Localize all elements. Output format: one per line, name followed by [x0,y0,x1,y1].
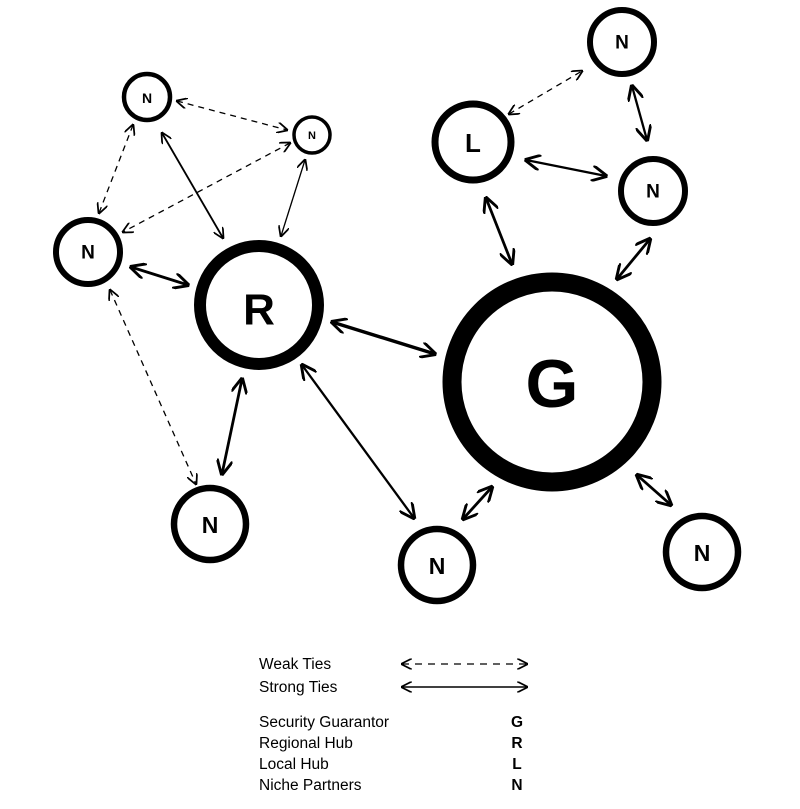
niche-partner-node: N [292,115,332,155]
legend-role-code: L [512,756,521,773]
niche-partner-node: N [397,525,477,605]
svg-text:N: N [694,540,711,566]
svg-text:N: N [142,90,152,106]
svg-text:N: N [429,553,446,579]
strong-tie-edge [302,365,414,518]
strong-tie-edge [131,267,188,285]
strong-tie-edge [281,160,305,236]
strong-tie-edge [486,198,512,264]
svg-text:N: N [646,182,660,203]
legend-role-code: G [511,714,523,731]
strong-tie-edge [463,487,492,519]
legend-strong-ties-label: Strong Ties [259,679,338,696]
legend-role-name: Niche Partners [259,777,362,794]
strong-tie-edge [162,133,223,238]
niche-partner-node: N [170,484,250,564]
svg-text:N: N [202,512,219,538]
node-security-guarantor: G [442,272,662,492]
weak-tie-edge [110,290,196,484]
svg-text:N: N [81,243,95,264]
weak-tie-edge [99,125,133,213]
strong-tie-edge [632,86,647,140]
strong-tie-edge [637,475,671,505]
niche-partner-node: N [53,217,123,287]
legend-role-name: Local Hub [259,756,329,773]
legend-role-code: R [511,735,522,752]
strong-tie-edge [222,379,242,474]
weak-ties [99,71,582,484]
legend-weak-ties-label: Weak Ties [259,656,331,673]
svg-text:N: N [615,33,629,54]
legend: Weak Ties Strong Ties Security Guarantor… [259,656,527,794]
node-label-r: R [243,286,275,335]
node-regional-hub: R [194,240,324,370]
strong-tie-edge [617,239,650,279]
node-local-hub: L [431,100,515,184]
strong-tie-edge [332,322,435,354]
node-label-g: G [526,346,579,422]
niche-partner-node: N [618,156,688,226]
niche-partner-node: N [662,512,742,592]
nodes: G R L N N N N N [53,7,742,605]
legend-role-name: Regional Hub [259,735,353,752]
strong-tie-edge [526,160,606,176]
niche-partner-node: N [587,7,657,77]
svg-text:N: N [308,130,316,142]
legend-role-code: N [511,777,522,794]
weak-tie-edge [123,143,290,232]
weak-tie-edge [509,71,582,114]
strong-ties [131,86,671,519]
weak-tie-edge [177,101,287,130]
niche-partner-node: N [121,71,173,123]
legend-role-name: Security Guarantor [259,714,389,731]
node-label-l: L [465,128,481,158]
